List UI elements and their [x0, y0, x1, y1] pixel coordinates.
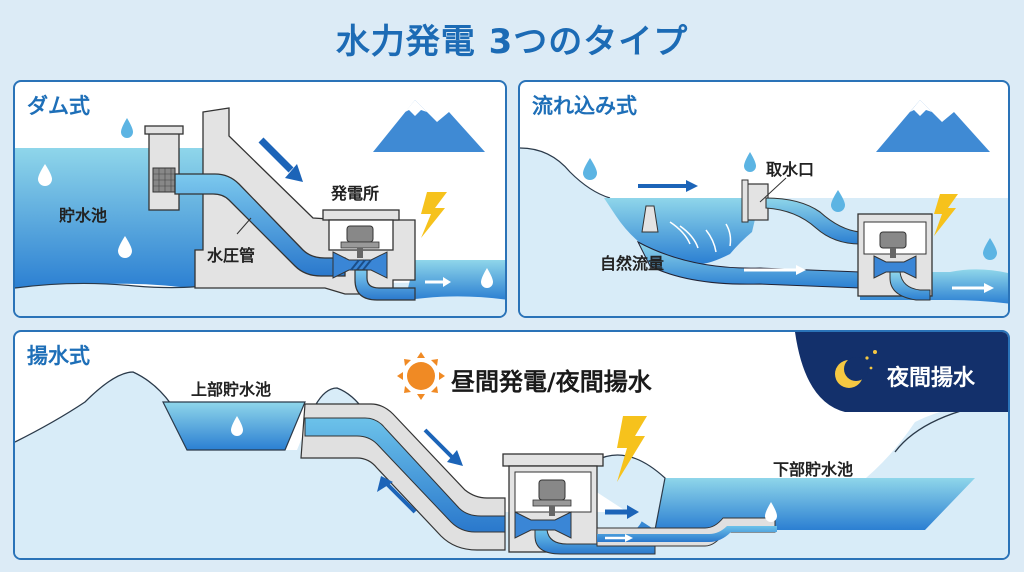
generator	[538, 479, 566, 501]
flow-arrow-icon	[638, 180, 698, 192]
label-lower-reservoir: 下部貯水池	[773, 460, 854, 479]
water-drop-icon	[481, 268, 493, 288]
label-reservoir: 貯水池	[59, 206, 108, 225]
flow-arrow-icon	[605, 534, 633, 542]
flow-arrow-icon	[425, 277, 451, 287]
outflow-pipe	[354, 269, 416, 301]
river-water	[405, 260, 505, 300]
water-drop-icon	[765, 502, 777, 522]
label-natural-flow: 自然流量	[600, 254, 665, 273]
mountain-icon	[876, 100, 990, 152]
label-penstock: 水圧管	[207, 246, 256, 265]
mountain-icon	[373, 100, 485, 152]
dam-illustration	[15, 100, 505, 316]
panel-title-dam: ダム式	[27, 94, 90, 118]
water-drop-icon	[983, 238, 997, 260]
lightning-icon	[421, 192, 447, 238]
label-intake: 取水口	[766, 160, 815, 179]
pumped-storage-illustration	[15, 332, 1008, 558]
moon-icon	[835, 357, 868, 388]
water-drop-icon	[38, 164, 52, 186]
penstock-pipe	[174, 173, 346, 277]
flow-arrow-icon	[605, 505, 639, 519]
star-icon	[865, 350, 877, 370]
lightning-icon	[934, 194, 958, 236]
weir	[641, 205, 659, 233]
ground	[15, 372, 1008, 558]
page-title: 水力発電 3つのタイプ	[335, 22, 689, 62]
water-drop-icon	[831, 190, 845, 212]
turbine	[514, 511, 572, 539]
tailrace-pipe	[534, 529, 656, 555]
label-day-night: 昼間発電/夜間揚水	[451, 368, 652, 396]
powerhouse-building	[502, 453, 604, 467]
water-drop-icon	[121, 118, 133, 138]
label-night-pumping: 夜間揚水	[887, 366, 976, 391]
flow-arrow-icon	[377, 476, 417, 514]
flow-arrow-icon	[952, 283, 994, 293]
flow-arrow-icon	[744, 265, 806, 275]
panel-title-pumped-storage: 揚水式	[27, 344, 90, 368]
generator	[346, 225, 374, 243]
panel-run-of-river: 流れ込み式 取水口 自然流量	[518, 80, 1010, 318]
flow-arrow-icon	[423, 428, 463, 466]
label-powerhouse: 発電所	[331, 184, 380, 203]
generator	[879, 231, 907, 249]
water-drop-icon	[118, 236, 132, 258]
label-upper-reservoir: 上部貯水池	[191, 380, 272, 399]
run-of-river-illustration	[520, 100, 1008, 316]
water-drop-icon	[231, 416, 243, 436]
sun-icon	[397, 352, 445, 400]
panel-pumped-storage: 揚水式 上部貯水池 下部貯水池 昼間発電/夜間揚水 夜間揚水	[13, 330, 1010, 560]
lightning-icon	[617, 416, 647, 482]
water-drop-icon	[744, 152, 756, 172]
turbine	[873, 255, 917, 279]
night-badge	[795, 332, 1008, 412]
powerhouse-building	[322, 209, 400, 221]
intake	[745, 183, 769, 221]
panel-title-run-of-river: 流れ込み式	[532, 94, 637, 118]
panel-dam: ダム式 貯水池 水圧管 発電所	[13, 80, 507, 318]
penstock-pipe	[304, 417, 506, 533]
lower-reservoir-water	[615, 478, 975, 530]
water-drop-icon	[583, 158, 597, 180]
flow-arrow-icon	[258, 137, 303, 182]
